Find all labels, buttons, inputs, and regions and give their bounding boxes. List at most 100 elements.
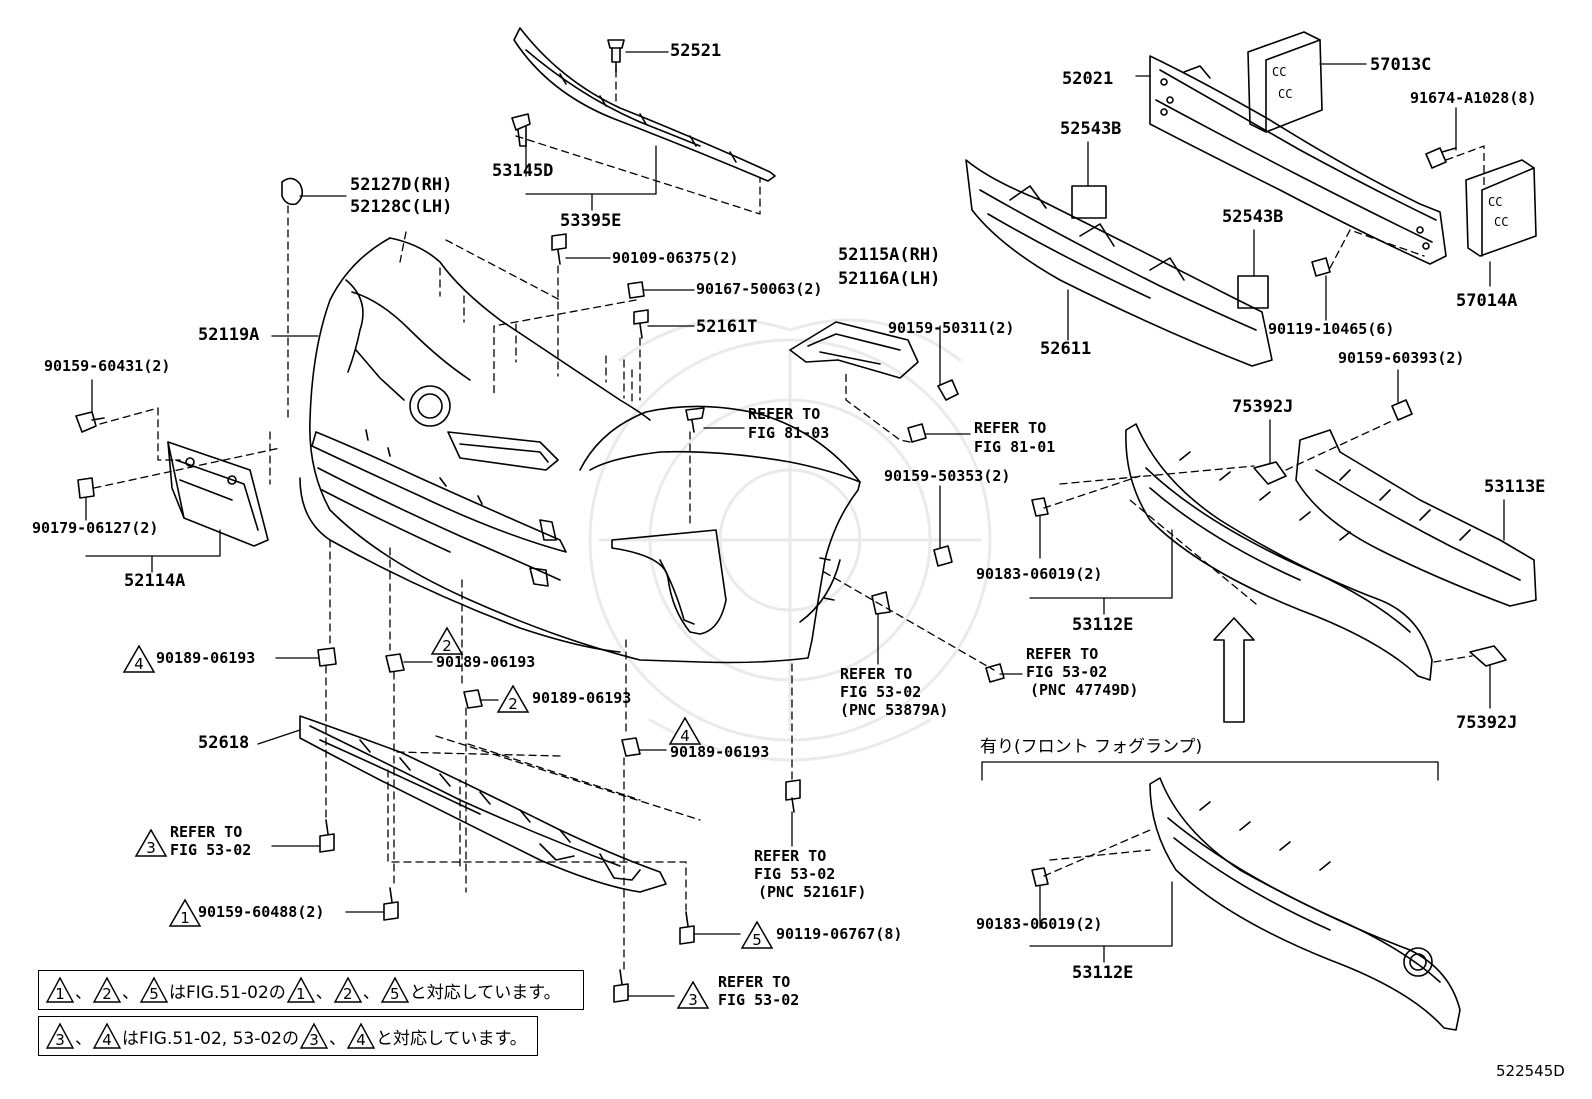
label-91674-A1028: 91674-A1028(8) [1410,89,1537,107]
refer-47749D-line3: (PNC 47749D) [1030,681,1139,699]
label-52618: 52618 [198,733,250,753]
label-52114A: 52114A [124,571,186,591]
seal-52127D-52128C [281,177,304,206]
marker-triangle-5: 5 [740,920,774,950]
label-52521: 52521 [670,41,722,61]
clip-52521 [607,39,625,73]
note1-text-end: と対応しています。 [409,982,561,1003]
note1-sep-2: 、 [122,982,139,1003]
label-52128C: 52128C(LH) [350,197,453,217]
bracket-57013C: CC CC [1247,31,1323,133]
note2-triangle-4: 4 [92,1022,122,1050]
screw-90119-06767 [679,911,695,945]
screw-90159-60488 [383,887,399,921]
label-90189-06193-d: 90189-06193 [670,743,770,761]
label-90189-06193-c: 90189-06193 [532,689,632,707]
lower-grille-53112E [1125,423,1433,681]
marker-triangle-1: 1 [168,898,202,928]
bracket-75392J-lower [1469,645,1507,667]
note2-sep-1: 、 [75,1028,92,1049]
label-52119A: 52119A [198,325,260,345]
refer-53879A-line3: (PNC 53879A) [840,701,949,719]
label-52021: 52021 [1062,69,1114,89]
note1-triangle-5b: 5 [380,976,410,1004]
note-correspondence-51-02: 1 、 2 、 5 はFIG.51-02の 1 、 2 、 5 と対応しています… [38,970,584,1010]
refer-81-01-line1: REFER TO [974,419,1047,437]
clip-90109-06375 [551,233,567,265]
svg-text:CC: CC [1494,215,1508,229]
label-52116A: 52116A(LH) [838,269,941,289]
clip-52161T [633,309,649,339]
bolt-90159-50311 [937,379,959,401]
note1-triangle-1: 1 [45,976,75,1004]
label-53395E: 53395E [560,211,622,231]
nut-90183-lower [1031,867,1049,887]
label-90159-60431: 90159-60431(2) [44,357,171,375]
nut-90179-06127 [77,477,95,499]
marker-triangle-4-d: 4 [668,716,702,746]
label-90109-06375: 90109-06375(2) [612,249,739,267]
refer-81-03-line1: REFER TO [748,405,821,423]
leader-lines [85,51,1505,997]
label-52543B-lower: 52543B [1222,207,1284,227]
refer-53-02-e-line2: FIG 53-02 [718,991,800,1009]
label-90189-06193-b: 90189-06193 [436,653,536,671]
bolt-90159-50353 [933,545,953,567]
marker-triangle-3-e: 3 [676,980,710,1010]
note1-sep-1: 、 [75,982,92,1003]
label-52115A: 52115A(RH) [838,245,941,265]
note1-triangle-2: 2 [92,976,122,1004]
label-90167-50063: 90167-50063(2) [696,280,823,298]
svg-text:CC: CC [1272,65,1286,79]
note1-triangle-1b: 1 [286,976,316,1004]
side-retainer-53113E [1295,429,1537,607]
refer-52161F-line3: (PNC 52161F) [758,883,867,901]
front-bumper-cover-52119A [299,237,861,664]
label-53112E-lower: 53112E [1072,963,1134,983]
bumper-lower-cover-52618 [299,715,667,893]
label-52127D: 52127D(RH) [350,175,453,195]
bolt-refer-81-01 [907,423,927,443]
nut-90183-upper [1031,497,1049,517]
bumper-side-bracket-52115A [789,321,919,379]
bolt-90119-10465 [1311,257,1331,277]
bolt-90159-60393 [1391,399,1413,421]
refer-53879A-line1: REFER TO [840,665,913,683]
refer-52161F-line1: REFER TO [754,847,827,865]
note1-triangle-2b: 2 [333,976,363,1004]
refer-53-02-e-line1: REFER TO [718,973,791,991]
refer-47749D-line2: FIG 53-02 [1026,663,1108,681]
label-53113E: 53113E [1484,477,1546,497]
note1-triangle-5: 5 [139,976,169,1004]
clip-90167-50063 [627,281,645,299]
clip-refer-81-03 [685,407,705,433]
marker-triangle-2-b: 2 [430,626,464,656]
lower-grille-53112E-fog [1149,777,1461,1031]
spacer-52543B-lower [1237,275,1269,309]
marker-triangle-2-c: 2 [496,684,530,714]
bumper-upper-retainer-53395E [513,27,776,182]
label-57014A: 57014A [1456,291,1518,311]
spacer-52543B-upper [1071,185,1107,219]
label-52611: 52611 [1040,339,1092,359]
bolt-90159-60431 [75,411,105,433]
refer-81-01-line2: FIG 81-01 [974,438,1056,456]
label-90119-10465: 90119-10465(6) [1268,320,1395,338]
label-90159-50311: 90159-50311(2) [888,319,1015,337]
marker-triangle-3-d: 3 [134,828,168,858]
clip-refer-52161F [785,779,801,813]
svg-text:CC: CC [1278,87,1292,101]
screw-refer-53-02-d [319,819,335,853]
energy-absorber-52611 [965,159,1273,367]
note2-triangle-4b: 4 [346,1022,376,1050]
label-53145D: 53145D [492,161,554,181]
note1-text-mid: はFIG.51-02の [169,982,286,1003]
bolt-91674-A1028 [1425,147,1457,169]
license-plate-bracket-52114A [167,441,269,547]
note2-text-mid: はFIG.51-02, 53-02の [122,1028,299,1049]
refer-81-03-line2: FIG 81-03 [748,424,830,442]
label-52543B-upper: 52543B [1060,119,1122,139]
bolt-refer-47749D [985,663,1005,683]
clip-53145D [511,113,531,147]
note2-sep-2: 、 [328,1028,346,1049]
